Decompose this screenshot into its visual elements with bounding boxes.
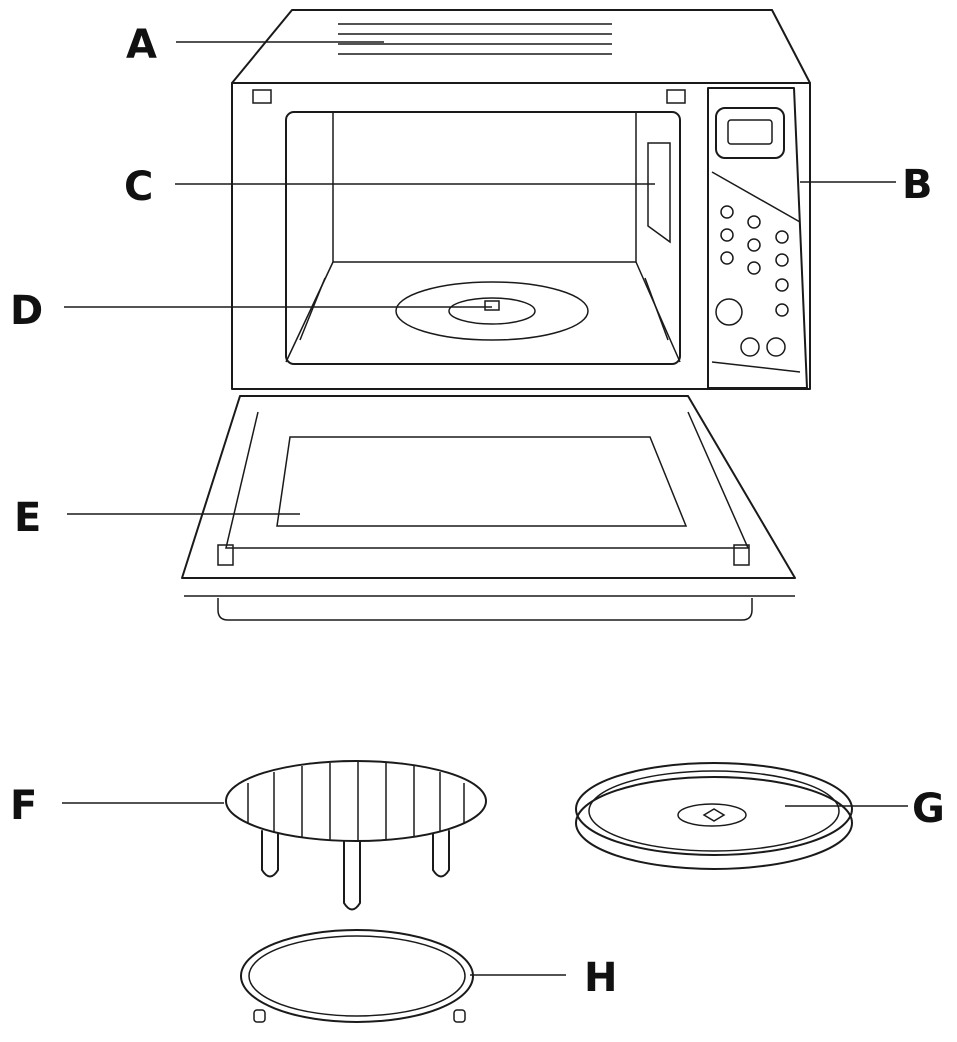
control-panel — [707, 87, 808, 389]
label-b: B — [902, 162, 933, 208]
turntable-rim — [575, 762, 853, 856]
turntable-base — [575, 776, 853, 870]
door-hook — [733, 544, 750, 566]
display-window — [715, 107, 785, 159]
door-seal — [225, 411, 750, 549]
cavity-edge — [644, 277, 669, 341]
roller-ring — [240, 929, 474, 1023]
drive-coupler — [484, 300, 500, 311]
door-frame — [181, 395, 796, 579]
control-button — [775, 253, 789, 267]
door-latch-hole — [252, 89, 272, 104]
microwave-oven — [181, 9, 811, 621]
control-button — [747, 261, 761, 275]
start-button — [766, 337, 786, 357]
rack-leg — [261, 830, 279, 878]
oven-door — [181, 395, 796, 621]
door-hook — [217, 544, 234, 566]
control-button — [747, 215, 761, 229]
label-a: A — [126, 22, 157, 68]
cavity-turntable-inner — [448, 297, 536, 325]
control-button — [775, 278, 789, 292]
wire-rack — [225, 760, 487, 911]
rack-rim — [225, 760, 487, 842]
control-button — [720, 228, 734, 242]
panel-divider — [711, 361, 801, 373]
label-f: F — [10, 783, 37, 829]
waveguide-cover — [647, 142, 671, 244]
display-screen — [727, 119, 773, 145]
door-handle-bar — [217, 598, 753, 621]
cavity-edge — [299, 277, 326, 341]
rack-leg — [343, 840, 361, 911]
turntable-hub — [702, 808, 726, 822]
control-button — [720, 205, 734, 219]
outer-casing — [231, 9, 811, 84]
turntable-center-ring — [677, 803, 747, 827]
control-button — [775, 303, 789, 317]
turntable-inner-ring — [588, 770, 840, 852]
roller-wheel — [453, 1009, 466, 1023]
stop-button — [740, 337, 760, 357]
control-button — [720, 251, 734, 265]
roller-ring-inner — [248, 935, 466, 1017]
control-panel-outline — [707, 87, 808, 389]
control-button — [775, 230, 789, 244]
glass-turntable — [575, 762, 853, 870]
label-g: G — [912, 786, 945, 832]
label-e: E — [14, 495, 41, 541]
cavity-back-wall — [332, 112, 637, 263]
door-window — [276, 436, 688, 527]
roller-wheel — [253, 1009, 266, 1023]
panel-divider — [711, 171, 801, 223]
front-face — [231, 82, 811, 390]
label-d: D — [10, 288, 43, 334]
label-c: C — [124, 164, 153, 210]
label-h: H — [584, 955, 617, 1001]
oven-cavity — [285, 111, 681, 365]
control-dial — [715, 298, 743, 326]
cavity-edge — [285, 261, 334, 363]
rack-leg — [432, 830, 450, 878]
control-button — [747, 238, 761, 252]
roller-ring-outer — [240, 929, 474, 1023]
cavity-turntable — [395, 281, 589, 341]
door-latch-hole — [666, 89, 686, 104]
